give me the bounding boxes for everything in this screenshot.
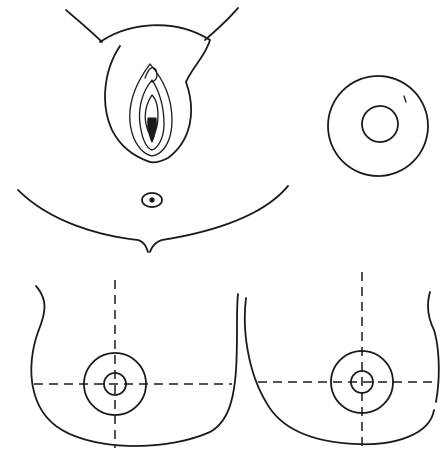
right-thigh-outline: [205, 8, 238, 40]
perianal-diagram: [18, 186, 288, 252]
mons-outline: [100, 25, 210, 82]
outer-labia-fold: [130, 64, 172, 156]
left-breast-outline: [31, 286, 238, 446]
right-buttock-outline: [150, 186, 288, 252]
single-breast-circle-diagram: [328, 76, 428, 176]
breast-outline-circle: [328, 76, 428, 176]
nipple-mark: [404, 96, 406, 102]
clitoral-hood: [145, 68, 157, 82]
left-breast-diagram: [31, 280, 238, 448]
vaginal-opening: [148, 118, 157, 142]
anus-center: [150, 198, 154, 202]
left-thigh-outline: [66, 10, 102, 42]
left-labia-majora: [105, 46, 150, 162]
areola-circle: [362, 106, 398, 142]
right-breast-outline-outer: [428, 292, 439, 402]
left-buttock-outline: [18, 190, 148, 252]
right-breast-diagram: [245, 272, 439, 450]
right-breast-outline-inner: [245, 298, 434, 444]
vulva-diagram: [66, 8, 238, 162]
